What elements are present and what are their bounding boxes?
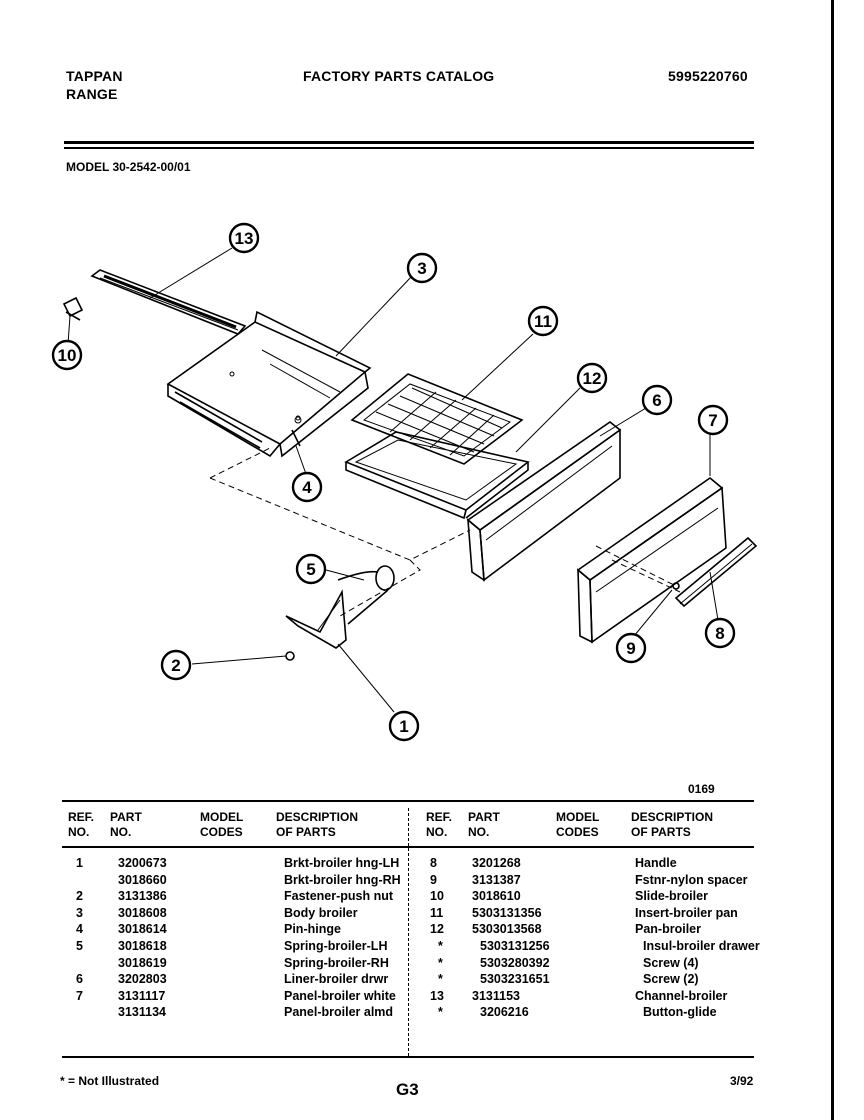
svg-text:11: 11 — [534, 312, 552, 331]
callout-11: 11 — [527, 305, 559, 337]
table-header-rule — [62, 846, 754, 848]
part-10-slide — [62, 296, 84, 321]
part-8-handle — [674, 536, 758, 608]
part-13-channel — [90, 269, 247, 335]
header-model-codes-left: MODEL CODES — [200, 810, 244, 839]
svg-text:9: 9 — [626, 639, 635, 658]
svg-text:6: 6 — [652, 391, 661, 410]
part-11-insert — [350, 373, 524, 465]
part-3-body — [166, 310, 372, 458]
svg-text:4: 4 — [302, 478, 312, 497]
header-model-codes-right: MODEL CODES — [556, 810, 600, 839]
header-ref-no-right: REF. NO. — [426, 810, 453, 839]
part-4-pin — [291, 416, 302, 447]
brand-label: TAPPAN — [66, 68, 123, 84]
part-12-pan — [344, 431, 530, 520]
callout-5: 5 — [295, 553, 327, 585]
header-ref-no-left: REF. NO. — [68, 810, 95, 839]
callout-12: 12 — [576, 362, 608, 394]
svg-text:5: 5 — [306, 560, 315, 579]
leader-lines — [67, 247, 719, 713]
diagram-code: 0169 — [688, 782, 715, 796]
table-top-rule — [62, 800, 754, 802]
callout-7: 7 — [697, 404, 729, 436]
product-label: RANGE — [66, 86, 118, 102]
callout-10: 10 — [51, 339, 83, 371]
part-5-spring — [337, 565, 395, 625]
model-label: MODEL 30-2542-00/01 — [66, 160, 191, 174]
svg-text:8: 8 — [715, 624, 724, 643]
callout-2: 2 — [160, 649, 192, 681]
callout-1: 1 — [388, 710, 420, 742]
header-description-right: DESCRIPTION OF PARTS — [631, 810, 714, 839]
callout-3: 3 — [406, 252, 438, 284]
part-7-panel — [576, 476, 727, 644]
svg-text:7: 7 — [708, 411, 717, 430]
catalog-title: FACTORY PARTS CATALOG — [303, 68, 495, 84]
header-rule-top — [64, 141, 754, 144]
header-description-left: DESCRIPTION OF PARTS — [276, 810, 359, 839]
header-part-no-left: PART NO. — [110, 810, 142, 839]
svg-text:2: 2 — [171, 656, 180, 675]
callout-9: 9 — [615, 632, 647, 664]
callout-6: 6 — [641, 384, 673, 416]
part-6-liner — [466, 421, 622, 582]
part-1-bracket — [285, 589, 347, 649]
svg-text:1: 1 — [399, 717, 408, 736]
svg-text:12: 12 — [583, 369, 602, 388]
catalog-number: 5995220760 — [668, 68, 748, 84]
callout-8: 8 — [704, 617, 736, 649]
svg-text:10: 10 — [58, 346, 77, 365]
page-border — [831, 0, 834, 1120]
header-rule-bottom — [64, 147, 754, 149]
exploded-parts-diagram: 13 3 10 11 12 6 7 4 5 2 1 9 8 — [51, 222, 758, 742]
table-bottom-rule — [62, 1056, 754, 1058]
page-number: G3 — [396, 1080, 419, 1099]
revision-date: 3/92 — [730, 1074, 754, 1088]
header-part-no-right: PART NO. — [468, 810, 500, 839]
svg-text:13: 13 — [235, 229, 254, 248]
not-illustrated-note: * = Not Illustrated — [60, 1074, 160, 1088]
callout-13: 13 — [228, 222, 260, 254]
callout-4: 4 — [291, 471, 323, 503]
table-divider — [408, 808, 410, 1056]
svg-text:3: 3 — [417, 259, 426, 278]
